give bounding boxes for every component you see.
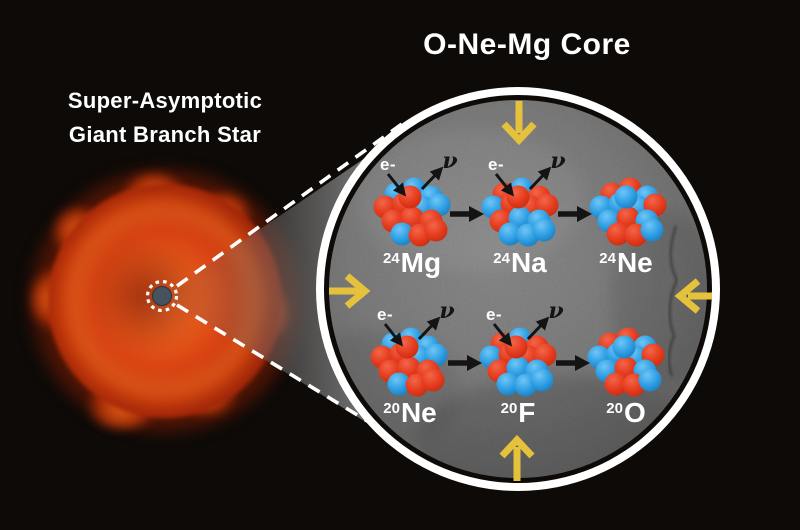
electron-arrow [383,323,404,347]
neutrino-label: ν [442,148,458,174]
mass-number: 24 [382,250,400,267]
compression-arrow-left [329,273,371,309]
mass-number: 24 [493,250,510,267]
isotope-label-f20: 20F [501,397,536,429]
proton-ball [504,335,528,359]
isotope-label-o20: 20O [606,397,645,429]
proton-ball [606,222,630,246]
proton-ball [398,185,422,209]
reaction-arrow [558,206,592,222]
proton-ball [604,372,628,396]
neutron-ball [640,218,664,242]
neutrino-arrow [526,316,550,341]
nucleus-f20 [479,327,557,397]
neutron-ball [638,368,662,392]
electron-label: e- [379,155,397,174]
element-symbol: Ne [616,247,653,278]
electron-arrow [386,173,407,197]
zoom-cone-dashed-edges [175,119,419,454]
nucleus-ne24 [589,177,667,247]
element-symbol: Ne [400,397,437,428]
reaction-arrow [556,355,590,371]
neutron-ball [387,372,411,396]
star-label: Super-Asymptotic Giant Branch Star [68,84,262,152]
element-symbol: F [518,397,536,428]
reaction-arrow [448,355,482,371]
neutrino-arrow [528,166,552,191]
stellar-core-marker [145,279,179,313]
core-title: O-Ne-Mg Core [423,28,631,61]
isotope-label-ne24: 24Ne [599,247,652,279]
star-label-line1: Super-Asymptotic [67,88,263,113]
neutrino-arrow [420,166,444,191]
electron-label: e- [485,305,503,324]
element-symbol: Mg [400,247,442,278]
neutron-ball [496,372,520,396]
element-symbol: Na [510,247,547,278]
neutron-ball [498,222,522,246]
neutron-ball [532,218,556,242]
electron-arrow [492,323,513,347]
nucleus-o20 [587,327,665,397]
neutrino-label: ν [550,148,566,174]
electron-label: e- [376,305,394,324]
compression-arrow-right [674,278,712,314]
electron-label: e- [487,155,505,174]
mass-number: 20 [606,400,623,417]
neutron-ball [612,335,636,359]
neutrino-label: ν [548,298,564,324]
isotope-label-na24: 24Na [493,247,546,279]
proton-ball [424,218,448,242]
element-symbol: O [623,397,646,428]
neutrino-arrow [417,316,441,341]
compression-arrow-bottom [499,434,535,481]
neutrino-label: ν [439,298,455,324]
mass-number: 20 [500,400,518,417]
electron-arrow [494,173,515,197]
compression-arrow-top [501,101,537,146]
isotope-label-ne20: 20Ne [383,397,436,429]
star-label-line2: Giant Branch Star [68,122,262,147]
isotope-label-mg24: 24Mg [383,247,441,279]
nucleus-ne20 [370,327,448,397]
proton-ball [421,368,445,392]
neutron-ball [390,222,414,246]
reaction-arrow [450,206,484,222]
mass-number: 24 [599,250,616,267]
neutron-ball [530,368,554,392]
proton-ball [395,335,419,359]
nucleus-na24 [481,177,559,247]
neutron-ball [614,185,638,209]
proton-ball [506,185,530,209]
mass-number: 20 [383,400,400,417]
